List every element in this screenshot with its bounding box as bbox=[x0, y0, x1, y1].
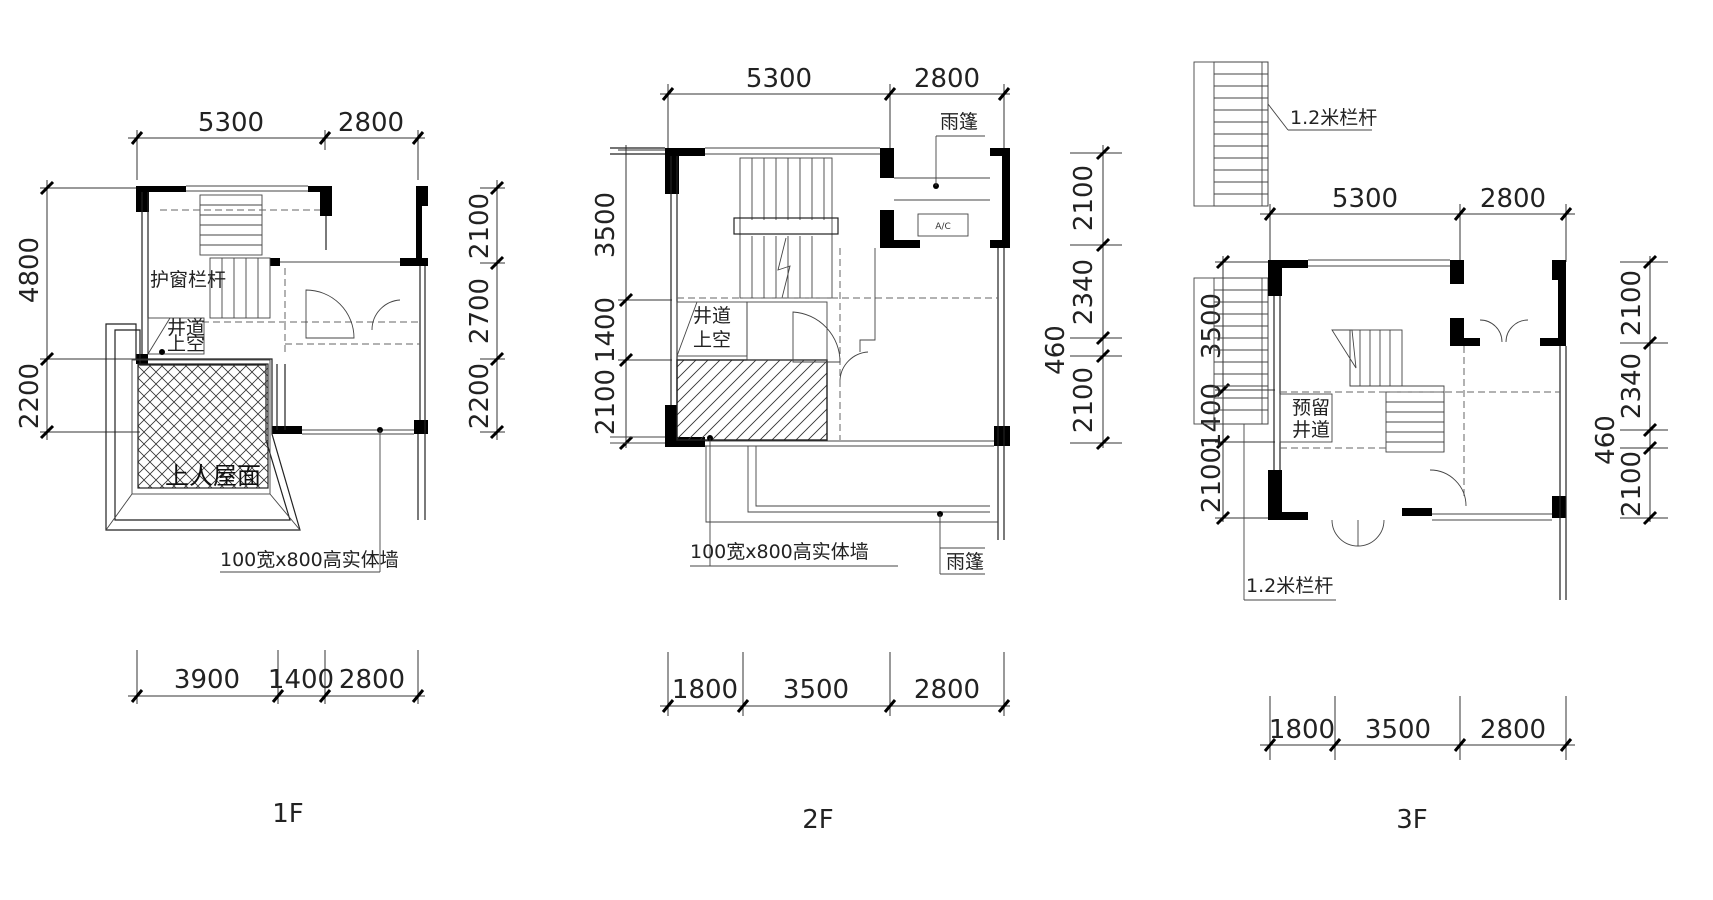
dim-1f-right-0: 2100 bbox=[465, 193, 495, 259]
roof-terrace-1f: 上人屋面 bbox=[105, 323, 301, 531]
floor-caption-2f: 2F bbox=[802, 805, 834, 835]
label-1f-shaft-2: 上空 bbox=[167, 333, 205, 355]
top-dimension-1f: 5300 2800 bbox=[128, 108, 425, 180]
floor-caption-1f: 1F bbox=[272, 799, 304, 829]
label-2f-canopy-top: 雨篷 bbox=[940, 111, 978, 133]
reserved-shaft-3f: 预留 井道 bbox=[1279, 393, 1386, 449]
label-1f-wall-note: 100宽x800高实体墙 bbox=[220, 549, 399, 571]
dim-1f-right-1: 2700 bbox=[465, 278, 495, 344]
top-dimension-3f: 5300 2800 bbox=[1260, 184, 1575, 262]
bottom-dimension-2f: 1800 3500 2800 bbox=[660, 652, 1011, 716]
shaft-1f: 井道 上空 bbox=[147, 317, 205, 355]
stairs-1f bbox=[160, 194, 420, 352]
dim-3f-top-0: 5300 bbox=[1332, 184, 1398, 214]
stairs-3f bbox=[1280, 329, 1560, 500]
label-1f-roof: 上人屋面 bbox=[165, 462, 261, 490]
doors-3f bbox=[1331, 319, 1529, 547]
stairs-2f bbox=[677, 157, 998, 440]
canopy-top-2f: 雨篷 bbox=[933, 111, 985, 189]
dim-2f-right-1: 2340 bbox=[1069, 259, 1099, 325]
walls-2f bbox=[610, 147, 1010, 540]
dim-3f-bottom-0: 1800 bbox=[1269, 715, 1335, 745]
walls-3f bbox=[1268, 259, 1567, 600]
right-dimension-2f: 2100 2340 460 2100 bbox=[1041, 145, 1122, 451]
railing-left-3f bbox=[1193, 277, 1269, 425]
doors-1f bbox=[305, 289, 401, 339]
floor-plan-2f: 5300 2800 3500 1400 2100 bbox=[591, 64, 1122, 835]
dim-2f-bottom-0: 1800 bbox=[672, 675, 738, 705]
dim-3f-bottom-1: 3500 bbox=[1365, 715, 1431, 745]
left-dimension-1f: 4800 2200 bbox=[15, 180, 140, 440]
label-2f-shaft-2: 上空 bbox=[693, 329, 731, 351]
walls-1f bbox=[136, 185, 428, 520]
floor-plan-1f: 5300 2800 4800 2200 2100 270 bbox=[15, 108, 505, 829]
right-dimension-3f: 2100 2340 460 2100 bbox=[1591, 254, 1668, 526]
dim-2f-bottom-1: 3500 bbox=[783, 675, 849, 705]
label-1f-shaft-1: 井道 bbox=[167, 317, 205, 339]
dim-3f-right-0: 2100 bbox=[1617, 270, 1647, 336]
dim-1f-left-0: 4800 bbox=[15, 237, 45, 303]
label-3f-railing-top: 1.2米栏杆 bbox=[1290, 107, 1377, 129]
doors-2f bbox=[792, 248, 876, 381]
floor-caption-3f: 3F bbox=[1396, 805, 1428, 835]
dim-2f-left-1: 1400 bbox=[591, 297, 621, 363]
dim-2f-top-1: 2800 bbox=[914, 64, 980, 94]
dim-2f-left-2: 2100 bbox=[591, 369, 621, 435]
dim-3f-right-3: 2100 bbox=[1617, 451, 1647, 517]
dim-1f-bottom-1: 1400 bbox=[268, 665, 334, 695]
railing-top-3f: 1.2米栏杆 bbox=[1193, 61, 1377, 207]
dim-3f-top-1: 2800 bbox=[1480, 184, 1546, 214]
dim-3f-left-1: 1400 bbox=[1197, 383, 1227, 449]
dim-2f-right-0: 2100 bbox=[1069, 165, 1099, 231]
label-3f-railing-bottom: 1.2米栏杆 bbox=[1246, 575, 1333, 597]
shaft-2f: 井道 上空 bbox=[676, 301, 828, 441]
dim-1f-top-0: 5300 bbox=[198, 108, 264, 138]
dim-3f-right-1: 2340 bbox=[1617, 353, 1647, 419]
dim-1f-bottom-0: 3900 bbox=[174, 665, 240, 695]
label-1f-window-guard: 护窗栏杆 bbox=[150, 269, 226, 291]
ac-unit-2f: A/C bbox=[917, 213, 969, 237]
label-2f-shaft-1: 井道 bbox=[693, 305, 731, 327]
label-2f-wall-note: 100宽x800高实体墙 bbox=[690, 541, 869, 563]
railing-bottom-3f: 1.2米栏杆 bbox=[1243, 424, 1336, 601]
dim-1f-top-1: 2800 bbox=[338, 108, 404, 138]
left-dimension-3f: 3500 1400 2100 bbox=[1197, 254, 1275, 526]
balcony-2f: 100宽x800高实体墙 雨篷 bbox=[690, 435, 998, 575]
label-3f-reserved-2: 井道 bbox=[1292, 419, 1330, 441]
dim-1f-bottom-2: 2800 bbox=[339, 665, 405, 695]
right-dimension-1f: 2100 2700 2200 bbox=[465, 180, 505, 440]
label-2f-canopy-bottom: 雨篷 bbox=[946, 551, 984, 573]
dim-2f-left-0: 3500 bbox=[591, 192, 621, 258]
bottom-dimension-1f: 3900 1400 2800 bbox=[128, 650, 425, 704]
left-dimension-2f: 3500 1400 2100 bbox=[591, 145, 672, 451]
dim-3f-bottom-2: 2800 bbox=[1480, 715, 1546, 745]
dim-2f-top-0: 5300 bbox=[746, 64, 812, 94]
dim-3f-left-2: 2100 bbox=[1197, 447, 1227, 513]
label-2f-ac: A/C bbox=[935, 222, 950, 232]
dim-3f-right-2: 460 bbox=[1591, 415, 1621, 465]
wall-note-1f: 100宽x800高实体墙 bbox=[220, 427, 399, 573]
top-dimension-2f: 5300 2800 bbox=[660, 64, 1011, 150]
dim-2f-right-2: 460 bbox=[1041, 325, 1071, 375]
bottom-dimension-3f: 1800 3500 2800 bbox=[1260, 696, 1575, 760]
dim-1f-left-1: 2200 bbox=[15, 363, 45, 429]
dim-1f-right-2: 2200 bbox=[465, 363, 495, 429]
dim-2f-bottom-2: 2800 bbox=[914, 675, 980, 705]
floor-plan-3f: 1.2米栏杆 5300 2800 3500 1400 2100 bbox=[1193, 61, 1668, 835]
dim-2f-right-3: 2100 bbox=[1069, 367, 1099, 433]
label-3f-reserved-1: 预留 bbox=[1292, 397, 1330, 419]
